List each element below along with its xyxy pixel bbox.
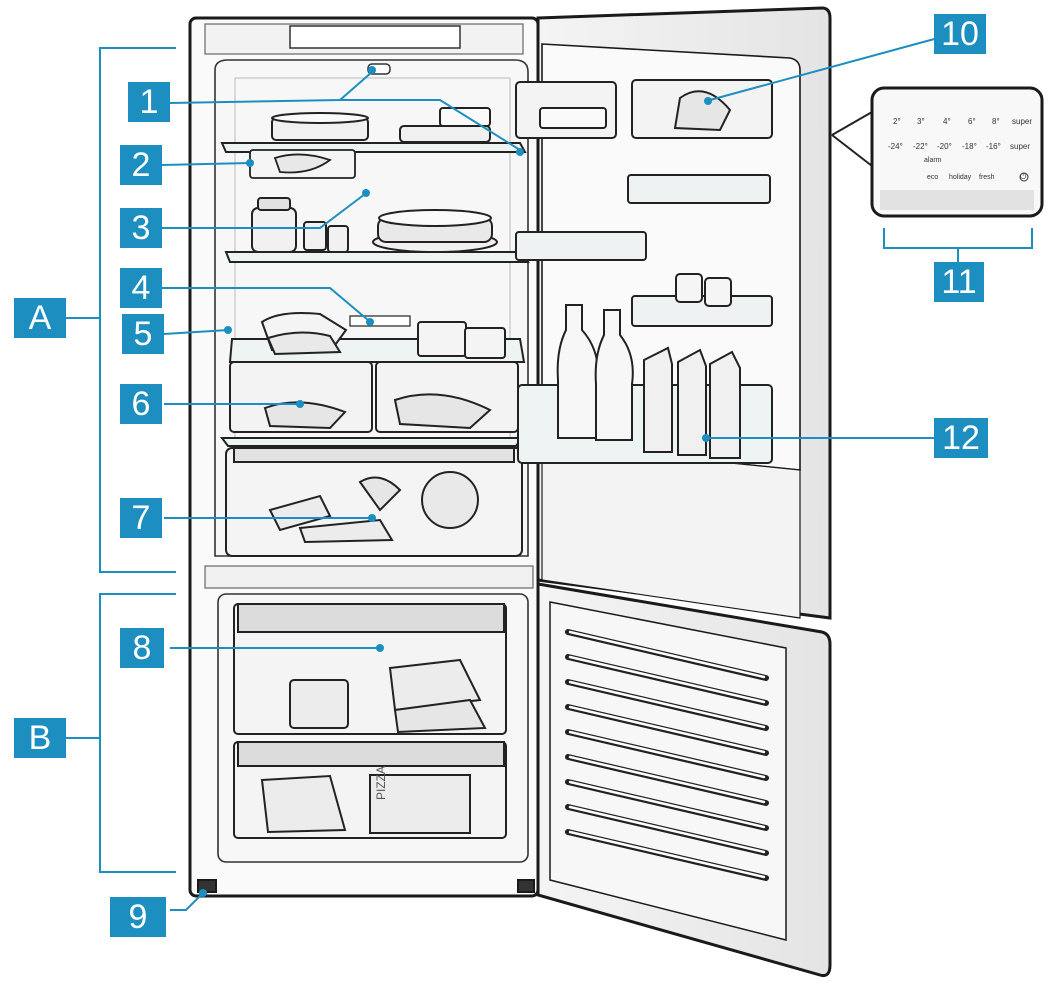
fridge-super[interactable]: super xyxy=(1012,117,1033,126)
callout-2: 2 xyxy=(120,145,162,185)
shelf-drawer xyxy=(249,149,356,179)
leader-lines xyxy=(161,37,939,911)
callout-9: 9 xyxy=(110,897,166,937)
callout-6: 6 xyxy=(120,384,162,424)
callout-10: 10 xyxy=(934,14,986,54)
shelf-1-items xyxy=(271,107,491,143)
leader-dots xyxy=(199,66,712,897)
callout-b: B xyxy=(14,718,66,758)
callout-8: 8 xyxy=(120,628,164,668)
freezer-drawers xyxy=(233,603,507,839)
compartment-brackets xyxy=(66,47,176,873)
freezer-temp-18[interactable]: -18° xyxy=(962,142,977,151)
callout-3: 3 xyxy=(120,208,162,248)
callout-12: 12 xyxy=(934,418,988,458)
door-bins xyxy=(515,79,773,464)
fresh-mode[interactable]: fresh xyxy=(979,174,995,181)
fridge-temp-4[interactable]: 4° xyxy=(943,117,951,126)
fridge-temp-6[interactable]: 6° xyxy=(968,117,976,126)
callout-a: A xyxy=(14,298,66,338)
fridge-temp-2[interactable]: 2° xyxy=(893,117,901,126)
freezer-temp-20[interactable]: -20° xyxy=(937,142,952,151)
control-panel-zoom xyxy=(831,86,1044,218)
eco-mode[interactable]: eco xyxy=(927,174,939,181)
alarm-label[interactable]: alarm xyxy=(924,157,942,164)
shelf-2-items xyxy=(251,197,498,253)
freezer-super[interactable]: super xyxy=(1010,142,1031,151)
fridge-temp-3[interactable]: 3° xyxy=(917,117,925,126)
callout-7: 7 xyxy=(120,498,162,538)
freezer-temp-22[interactable]: -22° xyxy=(913,142,928,151)
freezer-temp-16[interactable]: -16° xyxy=(986,142,1001,151)
callout-11: 11 xyxy=(934,262,984,302)
shelf-3-items xyxy=(260,312,506,359)
freezer-temp-24[interactable]: -24° xyxy=(888,142,903,151)
callout-1: 1 xyxy=(128,82,170,122)
vegetable-drawer xyxy=(225,447,523,557)
holiday-mode[interactable]: holiday xyxy=(949,174,972,181)
control-panel-bracket xyxy=(883,228,1033,262)
fridge-temp-8[interactable]: 8° xyxy=(992,117,1000,126)
callout-4: 4 xyxy=(120,268,162,308)
pizza-box-label: PIZZA xyxy=(374,766,388,800)
power-icon[interactable]: ⏻ xyxy=(1020,172,1027,181)
freezer-door xyxy=(536,582,832,977)
freezer-door-ribs-inner xyxy=(568,630,766,879)
callout-5: 5 xyxy=(122,314,164,354)
chiller-drawers xyxy=(220,361,524,447)
